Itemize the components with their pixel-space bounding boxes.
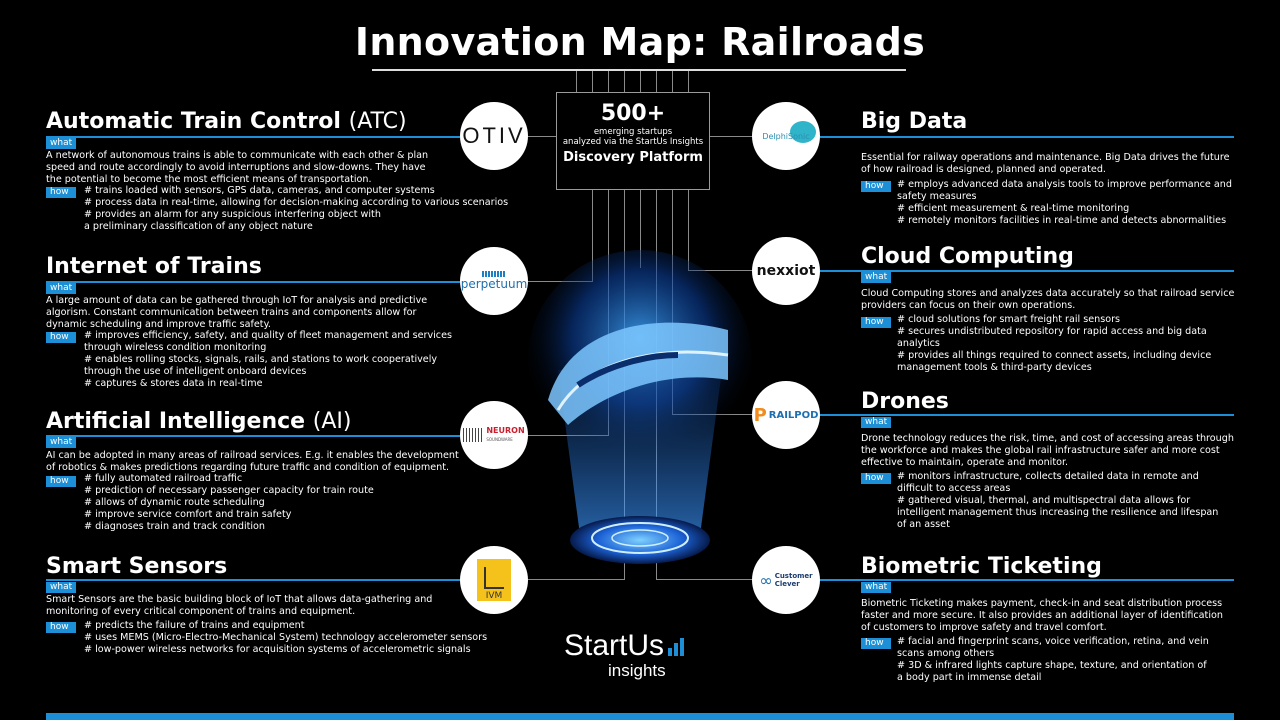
iot-how-list: # improves efficiency, safety, and quali…	[84, 330, 452, 389]
discovery-platform-box: 500+ emerging startups analyzed via the …	[556, 92, 710, 190]
bigdata-what-text: Essential for railway operations and mai…	[861, 152, 1230, 175]
train-hologram-image	[528, 250, 752, 580]
otiv-logo: OTIV	[460, 102, 528, 170]
ivm-signal-icon	[484, 567, 504, 589]
sensors-title: Smart Sensors	[46, 554, 227, 580]
sensors-title-text: Smart Sensors	[46, 554, 228, 579]
biometric-title: Biometric Ticketing	[861, 554, 1102, 579]
iot-what-text: A large amount of data can be gathered t…	[46, 295, 428, 330]
sensors-what-tag: what	[46, 582, 76, 593]
sensors-how-list: # predicts the failure of trains and equ…	[84, 620, 488, 655]
startus-insights-logo: StartUs insights	[564, 630, 724, 680]
atc-how-list: # trains loaded with sensors, GPS data, …	[84, 185, 509, 232]
ai-what-text: AI can be adopted in many areas of railr…	[46, 450, 459, 473]
ai-how-tag: how	[46, 476, 76, 487]
ai-title: Artificial Intelligence (AI)	[46, 409, 351, 435]
biometric-what-text: Biometric Ticketing makes payment, check…	[861, 598, 1223, 633]
discovery-platform-label: Discovery Platform	[563, 150, 703, 165]
brand-name: StartUs	[564, 629, 665, 662]
railpod-logo: P RAILPOD	[752, 381, 820, 449]
atc-title: Automatic Train Control (ATC)	[46, 109, 407, 135]
drones-title: Drones	[861, 389, 949, 414]
bigdata-rule	[820, 136, 1234, 138]
perpetuum-logo: perpetuum	[460, 247, 528, 315]
sensors-rule	[46, 579, 460, 581]
cloud-rule	[820, 270, 1234, 272]
bottom-accent-bar	[46, 713, 1234, 720]
sensors-what-text: Smart Sensors are the basic building blo…	[46, 594, 433, 617]
cloud-how-list: # cloud solutions for smart freight rail…	[897, 314, 1212, 373]
ivm-logo: IVM	[460, 546, 528, 614]
iot-title-text: Internet of Trains	[46, 254, 262, 279]
ai-title-paren: (AI)	[312, 409, 352, 434]
biometric-rule	[820, 579, 1234, 581]
railpod-p-icon: P	[753, 404, 767, 426]
ai-how-list: # fully automated railroad traffic# pred…	[84, 473, 374, 532]
bigdata-how-tag: how	[861, 181, 891, 192]
neuron-waveform-icon	[463, 428, 484, 442]
infinity-icon: ∞	[759, 570, 773, 590]
cloud-title: Cloud Computing	[861, 244, 1074, 269]
sensors-how-tag: how	[46, 622, 76, 633]
biometric-what-tag: what	[861, 582, 891, 593]
drones-rule	[820, 414, 1234, 416]
nexxiot-logo: nexxiot	[752, 237, 820, 305]
biometric-how-tag: how	[861, 638, 891, 649]
iot-rule	[46, 281, 460, 283]
startup-caption-1: emerging startups	[593, 127, 673, 137]
atc-how-tag: how	[46, 187, 76, 198]
atc-title-text: Automatic Train Control	[46, 109, 341, 134]
startup-caption-2: analyzed via the StartUs Insights	[562, 137, 704, 147]
bigdata-title: Big Data	[861, 109, 968, 134]
ai-title-text: Artificial Intelligence	[46, 409, 306, 434]
iot-title: Internet of Trains	[46, 254, 262, 280]
atc-title-paren: (ATC)	[348, 109, 407, 134]
atc-rule	[46, 136, 460, 138]
atc-what-tag: what	[46, 138, 76, 149]
drones-what-text: Drone technology reduces the risk, time,…	[861, 433, 1234, 468]
cloud-what-text: Cloud Computing stores and analyzes data…	[861, 288, 1235, 311]
drones-how-list: # monitors infrastructure, collects deta…	[897, 471, 1219, 530]
neuron-soundware-logo: NEURON SOUNDWARE	[460, 401, 528, 469]
delphisonic-logo: DelphiSonic	[752, 102, 820, 170]
customer-clever-logo: ∞ Customer Clever	[752, 546, 820, 614]
perpetuum-bars-icon	[482, 271, 506, 277]
iot-what-tag: what	[46, 283, 76, 294]
iot-how-tag: how	[46, 332, 76, 343]
atc-what-text: A network of autonomous trains is able t…	[46, 150, 429, 185]
brand-bars-icon	[668, 638, 685, 656]
title-underline	[372, 69, 906, 71]
cloud-how-tag: how	[861, 317, 891, 328]
cloud-what-tag: what	[861, 272, 891, 283]
ai-what-tag: what	[46, 437, 76, 448]
drones-how-tag: how	[861, 473, 891, 484]
drones-what-tag: what	[861, 417, 891, 428]
brand-sub: insights	[608, 661, 666, 680]
bigdata-how-list: # employs advanced data analysis tools t…	[897, 179, 1232, 226]
startup-count: 500+	[600, 101, 666, 126]
biometric-how-list: # facial and fingerprint scans, voice ve…	[897, 636, 1209, 683]
page-title: Innovation Map: Railroads	[354, 20, 926, 64]
ai-rule	[46, 435, 460, 437]
dolphin-icon	[790, 121, 816, 143]
